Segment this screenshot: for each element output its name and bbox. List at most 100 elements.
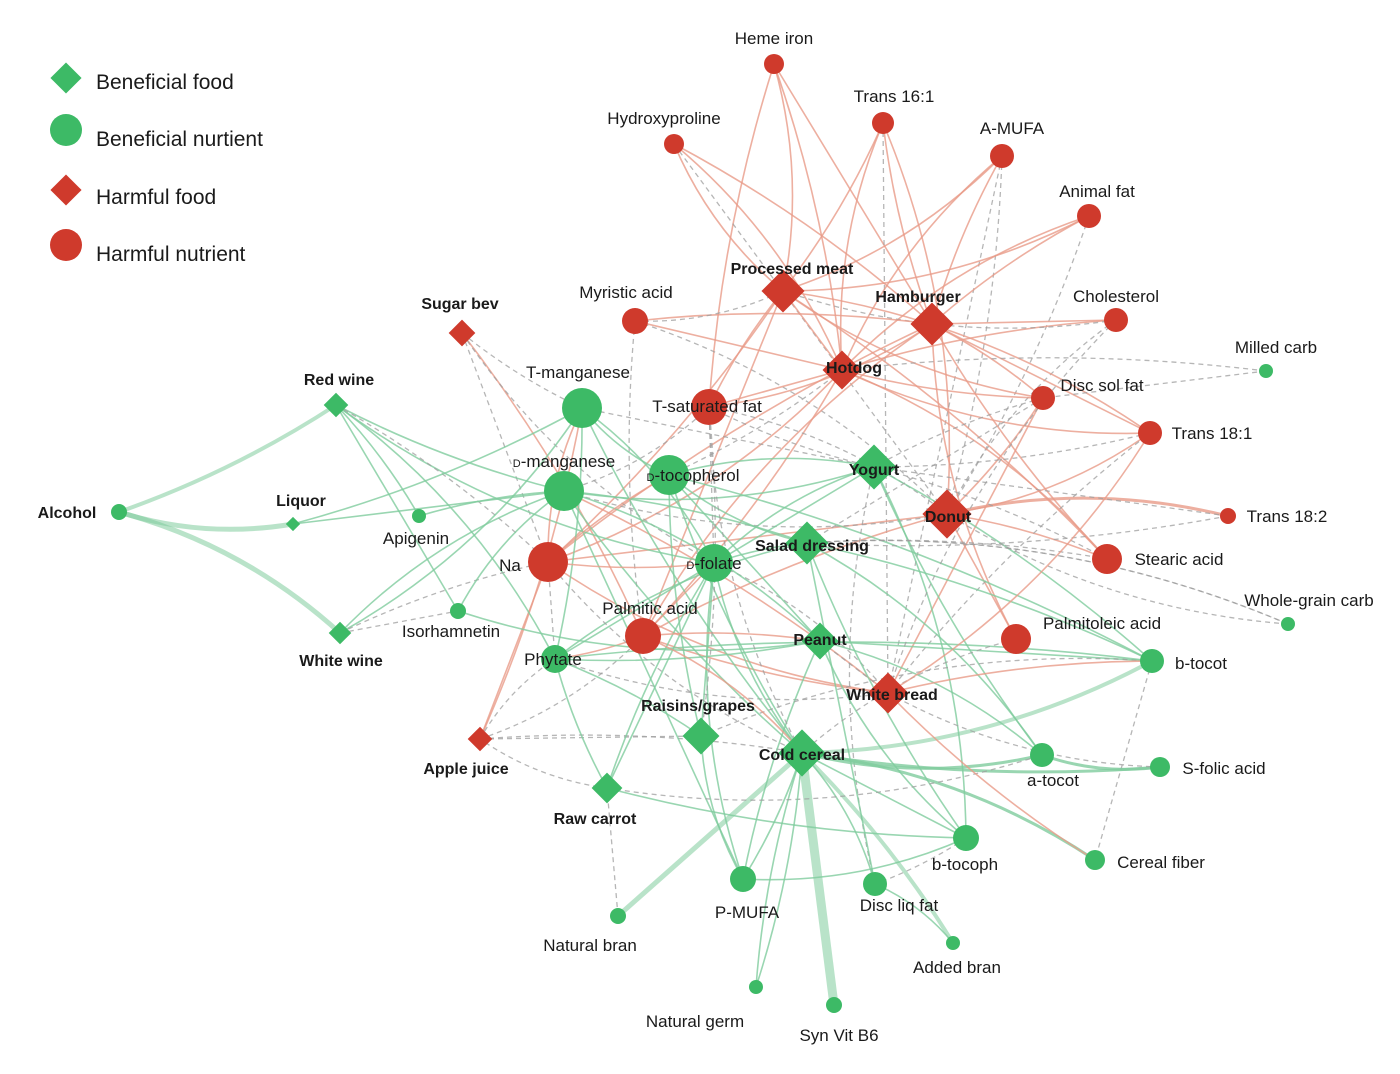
node-btocoph [953,825,979,851]
edge-whitebread-dmanganese [563,490,889,694]
node-label-phytate: Phytate [524,650,582,669]
node-wholegrain [1281,617,1295,631]
node-trans182 [1220,508,1236,524]
node-label-milledcarb: Milled carb [1235,338,1317,357]
edge-dtocopherol-peanut [668,474,821,642]
node-label-text-trans161: Trans 16:1 [854,87,935,106]
edge-donut-na [547,513,948,563]
edge-applejuice-raisins [479,735,702,740]
edge-naturalgerm-coldcereal [755,752,803,988]
node-tmanganese [562,388,602,428]
node-label-sfolic: S-folic acid [1182,759,1265,778]
edge-rawcarrot-phytate [554,658,608,789]
node-stearic [1092,544,1122,574]
node-whitewine [328,621,352,645]
edge-cholesterol-donut [946,319,1117,515]
legend-label-beneficial-food: Beneficial food [96,71,234,94]
edge-yogurt-btocot [873,466,1153,662]
node-alcohol [111,504,127,520]
node-label-naturalgerm: Natural germ [646,1012,744,1031]
edge-myristic-hotdog [634,320,843,371]
node-label-text-alcohol: Alcohol [38,505,97,522]
node-label-hotdog: Hotdog [826,360,882,377]
node-label-heme: Heme iron [735,29,813,48]
edge-trans161-hotdog [839,122,884,371]
node-label-text-donut: Donut [925,509,972,526]
legend-label-beneficial-nutrient: Beneficial nurtient [96,128,263,151]
node-trans181 [1138,421,1162,445]
edge-milledcarb-discsol [1042,370,1267,399]
edge-whitebread-na [547,561,889,694]
node-label-apigenin: Apigenin [383,529,449,548]
legend-label-harmful-food: Harmful food [96,186,216,209]
node-apigenin [412,509,426,523]
edge-heme-hamburger [773,63,933,325]
node-whitebread [867,672,909,714]
node-label-trans161: Trans 16:1 [854,87,935,106]
node-label-text-coldcereal: Cold cereal [759,747,845,764]
node-palmitic [625,618,661,654]
edge-cerealfiber-whitebread [887,692,1096,861]
edge-tsat-dmanganese [563,406,710,492]
node-label-dtocopherol: D-tocopherol [646,466,739,485]
edge-tsat-yogurt [708,406,875,468]
node-label-text-amufa: A-MUFA [980,119,1045,138]
node-label-myristic: Myristic acid [579,283,673,302]
node-hamburger [910,302,954,346]
node-dmanganese [544,471,584,511]
node-applejuice [467,726,493,752]
edge-raisins-btocot [700,657,1153,737]
node-label-text-apigenin: Apigenin [383,529,449,548]
node-label-text-dtocopherol: -tocopherol [654,466,739,485]
nodes-layer [111,54,1295,1013]
edge-tmanganese-phytate [554,407,583,660]
edge-liquor-tmanganese [292,407,583,525]
edge-dfolate-yogurt [713,466,875,564]
edge-coldcereal-discliq [801,752,876,885]
node-label-text-raisins: Raisins/grapes [641,698,755,715]
node-redwine [323,392,349,418]
edge-stearic-yogurt [873,466,1108,560]
edge-redwine-phytate [335,404,556,660]
node-isorham [450,603,466,619]
node-label-text-procmeat: Processed meat [731,261,854,278]
node-animalfat [1077,204,1101,228]
edge-hotdog-stearic [841,369,1108,560]
edge-whitewine-tmanganese [339,407,583,634]
edge-whitebread-discsol [887,397,1044,694]
node-na [528,542,568,582]
edge-trans161-whitebread [882,122,889,694]
node-naturalgerm [749,980,763,994]
edge-tmanganese-yogurt [581,407,875,468]
edge-discsol-saladdress [806,397,1044,544]
node-rawcarrot [591,772,623,804]
edge-trans182-yogurt [873,466,1229,517]
legend-item-harmful-food: Harmful food [50,174,216,209]
node-label-liquor: Liquor [276,493,326,510]
node-label-text-tsat: T-saturated fat [652,397,762,416]
edge-myristic-palmitic [628,320,644,637]
node-label-atocot: a-tocot [1027,771,1079,790]
node-label-text-redwine: Red wine [304,372,374,389]
edge-amufa-donut [946,155,1003,515]
node-label-palmitoleic: Palmitoleic acid [1043,614,1161,633]
node-btocot [1140,649,1164,673]
node-atocot [1030,743,1054,767]
edge-heme-procmeat [773,63,794,292]
node-label-text-whitebread: White bread [846,687,938,704]
node-label-text-cerealfiber: Cereal fiber [1117,853,1205,872]
node-milledcarb [1259,364,1273,378]
edge-hydroxy-procmeat [673,143,784,292]
edge-dtocopherol-coldcereal [668,474,803,754]
edge-alcohol-redwine [118,403,338,514]
node-label-text-animalfat: Animal fat [1059,182,1135,201]
edge-rawcarrot-atocot [606,754,1043,801]
node-dtocopherol [649,455,689,495]
edge-dmanganese-saladdress [563,490,808,544]
node-label-coldcereal: Cold cereal [759,747,845,764]
edge-whitebread-trans181 [887,432,1151,694]
edge-pmufa-btocoph [742,837,967,881]
node-myristic [622,308,648,334]
edge-hotdog-discsol [841,369,1044,399]
